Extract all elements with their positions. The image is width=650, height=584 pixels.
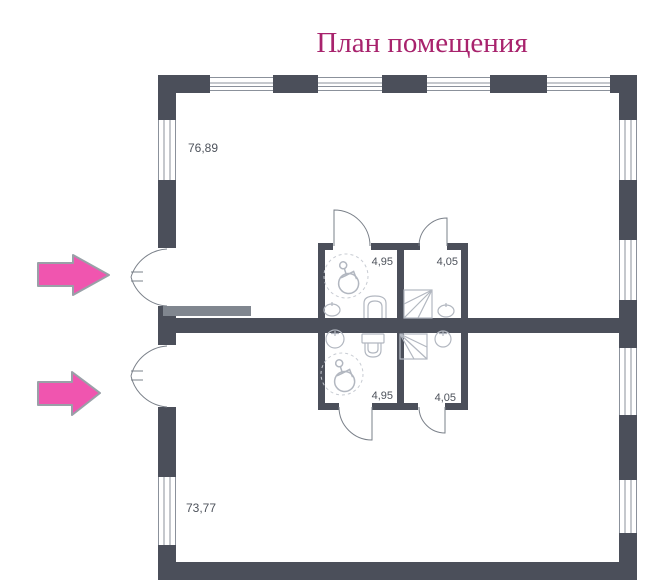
wall-segment: [158, 180, 176, 248]
lower-entrance-arrow-icon: [37, 371, 101, 416]
toilet-icon: [363, 295, 387, 318]
upper-bathroom-left-label: 4,95: [372, 256, 393, 268]
wall-segment: [158, 562, 637, 580]
window: [619, 480, 637, 533]
wall-segment: [397, 250, 404, 318]
door-swing: [333, 209, 371, 247]
wall-segment: [158, 75, 176, 120]
toilet-icon: [364, 343, 382, 358]
wheelchair-icon: [327, 258, 365, 299]
wall-segment: [447, 243, 468, 250]
wall-segment: [619, 75, 637, 120]
wall-segment: [397, 333, 404, 403]
wheelchair-icon: [323, 356, 361, 397]
wall-segment: [158, 333, 176, 345]
wall-segment: [445, 403, 468, 410]
wall-segment: [490, 75, 547, 93]
wall-segment: [318, 250, 325, 318]
toilet-tank-icon: [361, 333, 385, 344]
wall-segment: [619, 180, 637, 240]
windows: [158, 77, 637, 545]
interior-doors: [333, 209, 448, 441]
window: [547, 77, 610, 91]
wall-segment: [619, 415, 637, 480]
upper-bathroom-right-label: 4,05: [437, 256, 458, 268]
turning-circle: [320, 352, 364, 396]
wall-segment: [318, 333, 325, 403]
window: [427, 77, 490, 91]
door-swing: [418, 406, 446, 434]
window: [619, 348, 637, 415]
entrance-arrows: [37, 254, 110, 416]
entrance-door-swing: [130, 345, 168, 408]
entrance-threshold: [163, 306, 251, 316]
entrance-door-swing: [130, 248, 168, 307]
wall-segment: [372, 403, 418, 410]
wall-segment: [461, 333, 468, 403]
sink-tap-icon: [439, 331, 447, 336]
turning-circle: [323, 253, 369, 299]
window: [619, 120, 637, 180]
door-swing: [418, 217, 448, 247]
toilet-icon: [367, 343, 379, 354]
lower-bathroom-right-label: 4,05: [435, 392, 456, 404]
upper-entrance-arrow-icon: [37, 254, 110, 296]
wall-segment: [273, 75, 318, 93]
upper-room-area-label: 76,89: [188, 141, 218, 155]
lower-bathroom-left-label: 4,95: [372, 390, 393, 402]
window: [210, 77, 273, 91]
page-title: План помещения: [316, 27, 527, 59]
sink-icon: [325, 329, 345, 349]
window: [318, 77, 382, 91]
shower-lines-icon: [403, 289, 433, 319]
window: [158, 120, 176, 180]
wall-segment: [318, 243, 333, 250]
sink-tap-icon: [331, 331, 339, 336]
wall-segment: [318, 403, 339, 410]
fixtures: [323, 289, 455, 360]
wall-segment: [158, 407, 176, 477]
wall-segment: [461, 250, 468, 318]
lower-room-area-label: 73,77: [186, 501, 216, 515]
accessibility-symbols: [320, 253, 369, 397]
door-swing: [338, 406, 373, 441]
party-wall: [158, 318, 637, 333]
wall-segment: [382, 75, 427, 93]
window: [619, 240, 637, 300]
area-labels: 76,89 73,77 4,95 4,05 4,95 4,05: [186, 141, 458, 515]
window: [158, 477, 176, 545]
toilet-icon: [367, 300, 383, 318]
bathroom-core-walls: [318, 243, 468, 410]
wall-segment: [371, 243, 420, 250]
entrance-doors: [130, 248, 168, 408]
exterior-walls: [158, 75, 637, 580]
shower-lines-icon: [399, 333, 428, 360]
